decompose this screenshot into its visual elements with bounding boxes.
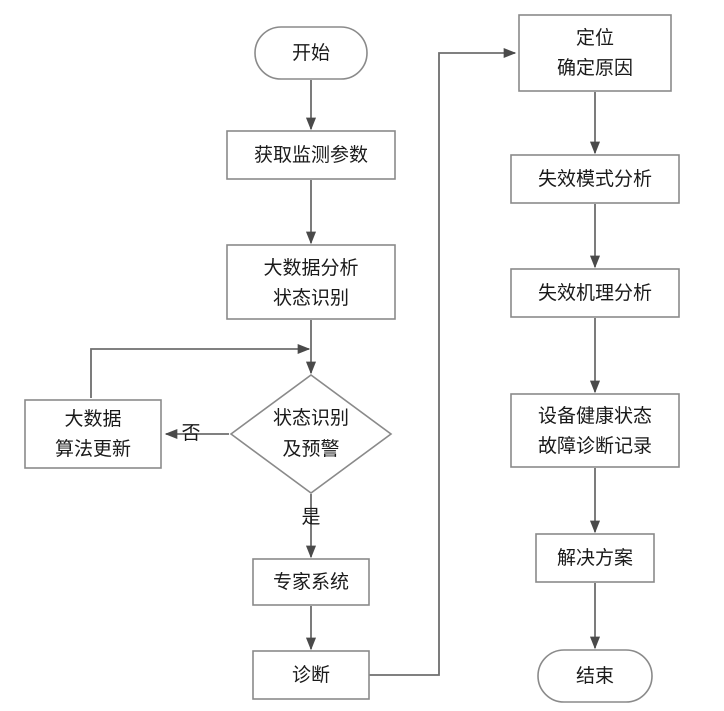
expert-node: 专家系统 [252,558,370,606]
end-node: 结束 [537,649,653,703]
record-label-line1: 设备健康状态 [538,405,652,427]
diagnose-node: 诊断 [252,650,370,700]
decision-label-line1: 状态识别 [273,407,349,429]
update-label-line1: 大数据 [64,408,121,430]
update-label-line2: 算法更新 [55,438,131,460]
bigdata-label-line2: 状态识别 [273,287,349,309]
acquire-node: 获取监测参数 [226,130,396,180]
record-node: 设备健康状态 故障诊断记录 [510,393,680,468]
locate-label-line1: 定位 [576,27,614,49]
failure-mech-label: 失效机理分析 [538,282,652,304]
yes-label: 是 [301,506,320,528]
edge-update-loop [90,343,311,398]
locate-label-line2: 确定原因 [557,57,633,79]
expert-label: 专家系统 [273,571,349,593]
end-label: 结束 [576,665,614,687]
locate-node: 定位 确定原因 [518,14,672,92]
start-node: 开始 [254,26,368,80]
failure-mech-node: 失效机理分析 [510,268,680,318]
failure-mode-node: 失效模式分析 [510,154,680,204]
decision-label-line2: 及预警 [282,438,339,460]
record-label-line2: 故障诊断记录 [538,435,652,457]
solution-label: 解决方案 [557,547,633,569]
bigdata-node: 大数据分析 状态识别 [226,244,396,320]
decision-node: 状态识别 及预警 [229,374,393,494]
diagnose-label: 诊断 [292,664,330,686]
start-label: 开始 [292,42,330,64]
failure-mode-label: 失效模式分析 [538,168,652,190]
solution-node: 解决方案 [535,533,655,583]
no-label: 否 [181,422,200,444]
bigdata-label-line1: 大数据分析 [263,257,358,279]
update-node: 大数据 算法更新 [24,399,162,469]
edge-diagnose-locate [369,47,517,676]
acquire-label: 获取监测参数 [254,144,368,166]
